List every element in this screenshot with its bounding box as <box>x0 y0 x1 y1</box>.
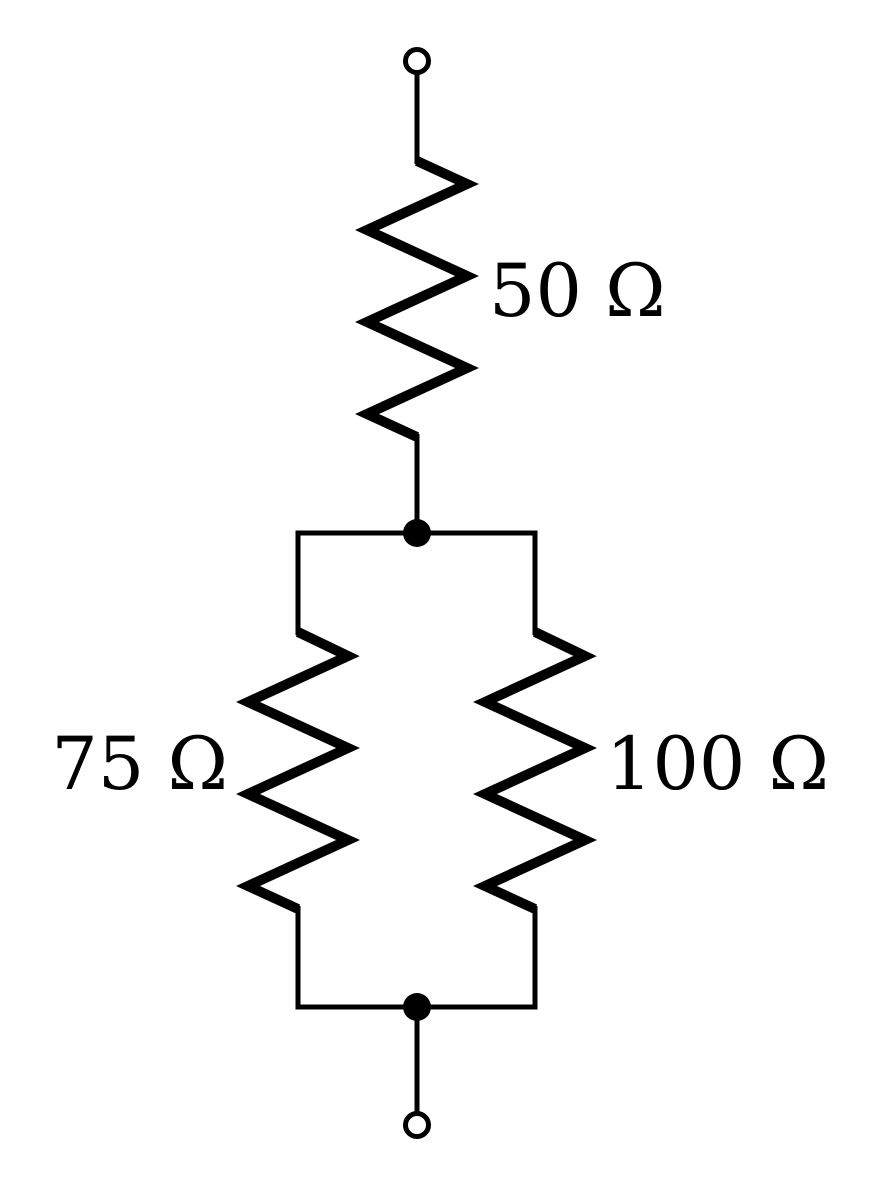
bottom-terminal-icon <box>403 1111 431 1139</box>
resistor-r3-label: 100 Ω <box>606 722 829 807</box>
resistor-r1-label: 50 Ω <box>489 249 666 334</box>
resistor-r2-zigzag <box>236 627 360 914</box>
resistor-r1-zigzag <box>355 156 479 442</box>
top-terminal-icon <box>403 47 431 75</box>
resistor-r3-zigzag <box>473 627 597 914</box>
resistor-r2-label: 75 Ω <box>51 722 228 807</box>
